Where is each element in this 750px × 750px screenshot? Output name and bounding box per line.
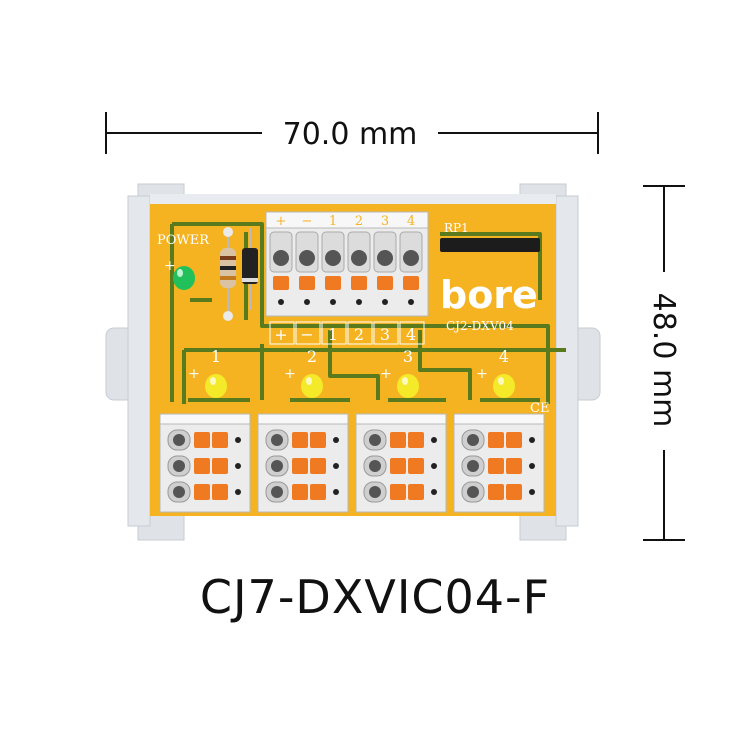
channel-number-label: 1 xyxy=(211,347,221,366)
output-connector xyxy=(257,413,349,513)
terminal-label-top: 3 xyxy=(381,214,389,229)
pcb-traces xyxy=(170,222,566,404)
power-terminal-slot xyxy=(399,231,423,305)
output-connector xyxy=(355,413,447,513)
power-terminal-slot xyxy=(373,231,397,305)
rp1-label: RP1 xyxy=(444,221,469,235)
brand-logo: bore xyxy=(440,273,538,317)
channel-4: 4+ xyxy=(476,347,515,398)
height-label: 48.0 mm xyxy=(646,293,681,428)
terminal-label-top: + xyxy=(276,214,287,229)
terminal-label-bottom: 4 xyxy=(406,325,416,344)
terminal-label-bottom: − xyxy=(300,325,313,344)
diode xyxy=(220,227,236,321)
output-connector xyxy=(453,413,545,513)
terminal-label-top: 4 xyxy=(407,214,415,229)
channel-plus-label: + xyxy=(284,366,296,382)
channel-number-label: 3 xyxy=(403,347,413,366)
channel-2: 2+ xyxy=(284,347,323,398)
power-terminal-slot xyxy=(321,231,345,305)
terminal-label-top: 2 xyxy=(355,214,363,229)
terminal-label-bottom: 1 xyxy=(328,325,338,344)
channel-led xyxy=(205,374,227,398)
resistor xyxy=(242,228,258,310)
terminal-label-bottom: + xyxy=(274,325,287,344)
power-terminal-slot xyxy=(269,231,293,305)
height-dimension: 48.0 mm xyxy=(643,185,685,541)
channel-1: 1+ xyxy=(188,347,227,398)
ce-mark: CE xyxy=(530,401,549,416)
power-label: POWER xyxy=(157,233,210,248)
rail-housing xyxy=(105,183,601,541)
channel-led xyxy=(301,374,323,398)
channel-led xyxy=(397,374,419,398)
terminal-label-top: 1 xyxy=(329,214,337,229)
terminal-label-bottom: 3 xyxy=(380,325,390,344)
channel-plus-label: + xyxy=(380,366,392,382)
model-number: CJ7-DXVIC04-F xyxy=(199,570,551,624)
power-terminal-slot xyxy=(347,231,371,305)
channel-plus-label: + xyxy=(188,366,200,382)
power-terminal-slot xyxy=(295,231,319,305)
terminal-label-top: − xyxy=(302,214,313,229)
width-dimension: 70.0 mm xyxy=(105,112,599,154)
board-code-label: CJ2-DXV04 xyxy=(446,319,514,333)
channel-led xyxy=(493,374,515,398)
width-label: 70.0 mm xyxy=(283,117,418,152)
channel-number-label: 2 xyxy=(307,347,317,366)
channel-number-label: 4 xyxy=(499,347,509,366)
rp1-resistor-network xyxy=(440,238,540,252)
channel-3: 3+ xyxy=(380,347,419,398)
output-connector xyxy=(159,413,251,513)
power-led xyxy=(173,266,195,290)
power-plus-label: + xyxy=(164,258,176,274)
terminal-label-bottom: 2 xyxy=(354,325,364,344)
channel-plus-label: + xyxy=(476,366,488,382)
